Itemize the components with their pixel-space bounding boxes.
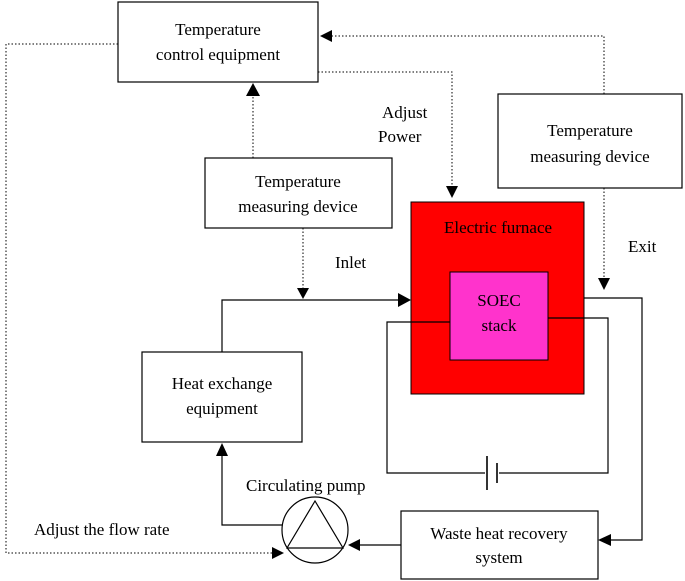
temperature-measuring-left-box [204, 157, 393, 229]
circulating-pump-label: Circulating pump [246, 476, 365, 495]
circulating-pump [281, 496, 349, 564]
temperature-control-box [117, 1, 319, 83]
temperature-measuring-right-box [497, 93, 683, 189]
exit-pipe [584, 297, 643, 541]
electric-furnace-label: Electric furnace [444, 218, 552, 237]
adjust-flow-arrow [272, 547, 284, 559]
adjust-flow-line [5, 43, 274, 554]
adjust-flow-label: Adjust the flow rate [34, 520, 170, 539]
inlet-pipe [221, 299, 400, 352]
right-measure-to-control-line [332, 35, 605, 94]
exit-label: Exit [628, 237, 657, 256]
adjust-power-label-line1: Adjust [382, 103, 428, 122]
inlet-arrow [398, 293, 411, 307]
left-measure-to-inlet-arrow [297, 288, 309, 299]
soec-stack [449, 271, 549, 361]
soec-label-line1: SOEC [477, 291, 520, 310]
heat-exchange-line2: equipment [186, 399, 258, 418]
soec-label-line2: stack [482, 316, 517, 335]
pump-to-heat-exchange-pipe [221, 456, 282, 526]
temperature-control-line1: Temperature [175, 20, 261, 39]
waste-heat-recovery-box [400, 510, 599, 580]
exit-arrow [598, 534, 611, 546]
waste-heat-line2: system [475, 548, 522, 567]
adjust-power-arrow [446, 186, 458, 198]
right-measure-to-control-arrow [320, 30, 332, 42]
temperature-measuring-left-line1: Temperature [255, 172, 341, 191]
adjust-power-line [318, 71, 453, 196]
inlet-label: Inlet [335, 253, 366, 272]
circuit-left-wire [386, 321, 485, 474]
temperature-measuring-left-line2: measuring device [238, 197, 357, 216]
right-measure-to-exit-arrow [598, 278, 610, 290]
waste-to-pump-arrow [348, 539, 360, 551]
left-measure-to-control-arrow [246, 83, 260, 96]
heat-exchange-box [141, 351, 303, 443]
adjust-power-label-line2: Power [378, 127, 422, 146]
pump-to-heat-exchange-arrow [216, 443, 228, 456]
waste-heat-line1: Waste heat recovery [430, 524, 568, 543]
heat-exchange-line1: Heat exchange [172, 374, 273, 393]
temperature-measuring-right-line1: Temperature [547, 121, 633, 140]
temperature-measuring-right-line2: measuring device [530, 147, 649, 166]
temperature-control-line2: control equipment [156, 45, 280, 64]
circuit-right-wire [499, 317, 609, 474]
